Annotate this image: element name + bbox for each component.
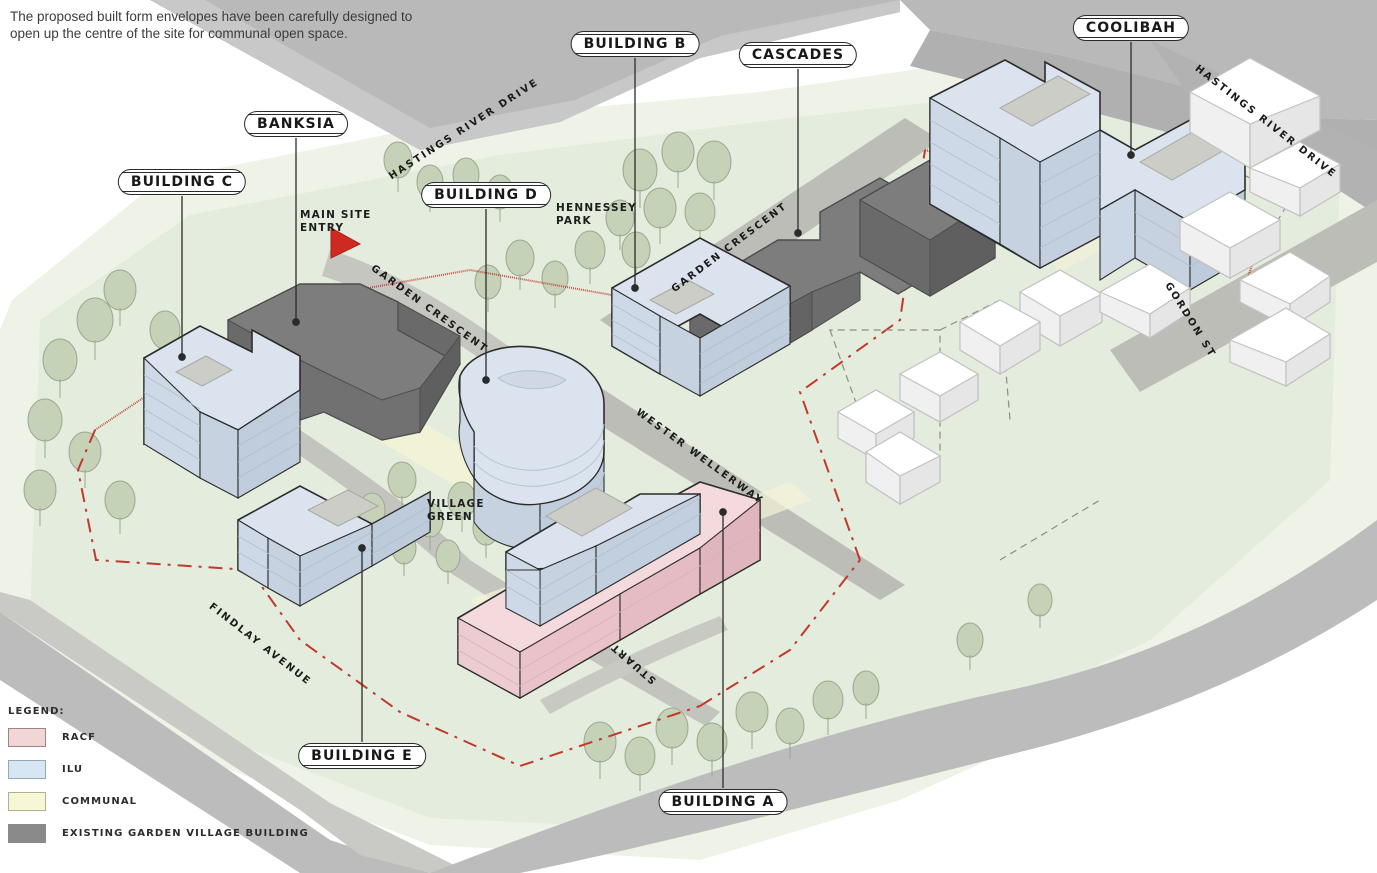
legend: LEGEND: RACF ILU COMMUNAL EXISTING GARDEN V… bbox=[8, 706, 309, 856]
callout-label: BANKSIA bbox=[248, 114, 344, 134]
building-e-massing bbox=[237, 485, 431, 607]
ilu-envelopes bbox=[143, 59, 1246, 607]
legend-swatch-ilu bbox=[8, 760, 46, 779]
leader-dot-building-e bbox=[358, 544, 366, 552]
callout-building-e[interactable]: BUILDING E bbox=[298, 743, 426, 769]
leader-dot-coolibah bbox=[1127, 151, 1135, 159]
legend-item-racf: RACF bbox=[8, 728, 309, 747]
intro-paragraph: The proposed built form envelopes have b… bbox=[10, 9, 413, 41]
building-b-massing bbox=[611, 237, 791, 397]
callout-banksia[interactable]: BANKSIA bbox=[244, 111, 348, 137]
legend-label-ilu: ILU bbox=[62, 764, 84, 775]
legend-item-existing-garden-village-building: EXISTING GARDEN VILLAGE BUILDING bbox=[8, 824, 309, 843]
leader-dot-banksia bbox=[292, 318, 300, 326]
legend-item-ilu: ILU bbox=[8, 760, 309, 779]
neighbouring-buildings bbox=[837, 57, 1341, 506]
callout-label: BUILDING C bbox=[121, 172, 243, 192]
callout-building-d[interactable]: BUILDING D bbox=[421, 182, 551, 208]
legend-label-existing-garden-village-building: EXISTING GARDEN VILLAGE BUILDING bbox=[62, 828, 309, 839]
callout-building-a[interactable]: BUILDING A bbox=[658, 789, 788, 815]
callout-label: BUILDING A bbox=[662, 792, 784, 812]
callout-cascades[interactable]: CASCADES bbox=[738, 42, 858, 68]
leader-dot-building-b bbox=[631, 284, 639, 292]
main-site-entry-arrow bbox=[330, 227, 362, 259]
callout-label: BUILDING D bbox=[425, 185, 547, 205]
tree-canopy-group bbox=[23, 131, 1053, 791]
legend-item-communal: COMMUNAL bbox=[8, 792, 309, 811]
leader-dot-building-d bbox=[482, 376, 490, 384]
building-coolibah-massing bbox=[929, 59, 1246, 291]
callout-building-b[interactable]: BUILDING B bbox=[570, 31, 700, 57]
callout-building-c[interactable]: BUILDING C bbox=[117, 169, 247, 195]
callout-label: BUILDING E bbox=[302, 746, 422, 766]
callout-label: COOLIBAH bbox=[1076, 18, 1186, 38]
legend-swatch-racf bbox=[8, 728, 46, 747]
legend-swatch-existing-garden-village-building bbox=[8, 824, 46, 843]
legend-rows: RACF ILU COMMUNAL EXISTING GARDEN VILLAGE B… bbox=[8, 728, 309, 843]
leader-dot-cascades bbox=[794, 229, 802, 237]
callout-leader-lines bbox=[178, 42, 1135, 788]
legend-label-racf: RACF bbox=[62, 732, 97, 743]
leader-dot-building-a bbox=[719, 508, 727, 516]
leader-dot-building-c bbox=[178, 353, 186, 361]
callout-label: CASCADES bbox=[742, 45, 854, 65]
building-a-massing bbox=[457, 481, 761, 699]
legend-title: LEGEND: bbox=[8, 706, 65, 717]
legend-label-communal: COMMUNAL bbox=[62, 796, 138, 807]
callout-label: BUILDING B bbox=[574, 34, 696, 54]
callout-coolibah[interactable]: COOLIBAH bbox=[1072, 15, 1190, 41]
legend-swatch-communal bbox=[8, 792, 46, 811]
